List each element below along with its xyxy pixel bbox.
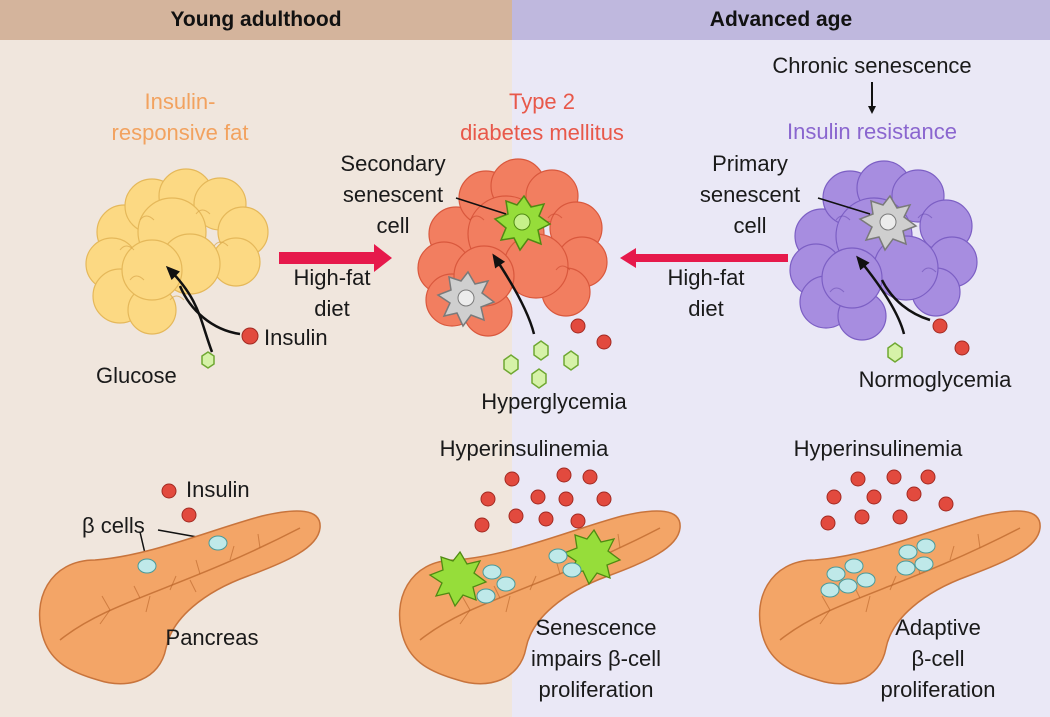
high-fat-diet-arrow-right xyxy=(620,248,788,268)
hyperglycemia-molecules xyxy=(503,318,612,389)
normoglycemia-label: Normoglycemia xyxy=(858,367,1012,392)
right-insulin-arrow xyxy=(880,279,931,322)
senescence-impairs-label: Senescence impairs β-cell proliferation xyxy=(530,615,661,702)
glucose-label: Glucose xyxy=(96,363,177,388)
insulin-dots-middle xyxy=(474,467,612,533)
high-fat-diet-arrow-left xyxy=(279,244,392,272)
left-header-bar xyxy=(0,0,512,40)
right-uptake-arrow xyxy=(856,255,906,335)
header-young-adulthood: Young adulthood xyxy=(170,8,342,31)
healthy-fat-tissue xyxy=(85,168,269,335)
insulin-signal-arrow xyxy=(178,285,241,336)
glucose-uptake-arrow xyxy=(165,265,214,353)
insulin-dot-fat-left xyxy=(241,327,259,345)
type2-diabetes-label: Type 2 diabetes mellitus xyxy=(460,89,624,145)
high-fat-diet-label-right: High-fat diet xyxy=(667,265,745,321)
right-header-bar xyxy=(512,0,1050,40)
pancreas-label: Pancreas xyxy=(165,625,259,650)
hyperglycemia-label: Hyperglycemia xyxy=(481,389,627,414)
pancreas-middle xyxy=(398,510,681,685)
hyperinsulinemia-right-label: Hyperinsulinemia xyxy=(793,436,963,461)
hyperinsulinemia-middle-label: Hyperinsulinemia xyxy=(439,436,609,461)
secondary-senescent-pointer xyxy=(455,197,507,215)
header-advanced-age: Advanced age xyxy=(709,8,853,31)
insulin-resistance-label: Insulin resistance xyxy=(787,119,957,144)
pancreas-right xyxy=(758,510,1041,685)
insulin-dots-right xyxy=(820,469,954,531)
primary-senescent-cell-label: Primary senescent cell xyxy=(699,151,801,238)
insulin-pancreas-label: Insulin xyxy=(186,477,250,502)
insulin-dot-pancreas-2 xyxy=(181,507,197,523)
normoglycemia-molecules xyxy=(887,318,970,363)
glucose-hexagon-left xyxy=(201,351,215,369)
insulin-fat-label: Insulin xyxy=(264,325,328,350)
beta-cells-label: β cells xyxy=(82,513,145,538)
secondary-senescent-cell-label: Secondary senescent cell xyxy=(340,151,446,238)
insulin-dot-pancreas-1 xyxy=(161,483,177,499)
chronic-senescence-label: Chronic senescence xyxy=(772,53,972,78)
middle-uptake-arrow xyxy=(492,253,536,335)
high-fat-diet-label-left: High-fat diet xyxy=(293,265,371,321)
pancreas-left xyxy=(38,510,321,685)
adaptive-proliferation-label: Adaptive β-cell proliferation xyxy=(880,615,996,702)
primary-senescent-pointer xyxy=(817,197,871,215)
insulin-responsive-fat-label: Insulin- responsive fat xyxy=(111,89,249,145)
